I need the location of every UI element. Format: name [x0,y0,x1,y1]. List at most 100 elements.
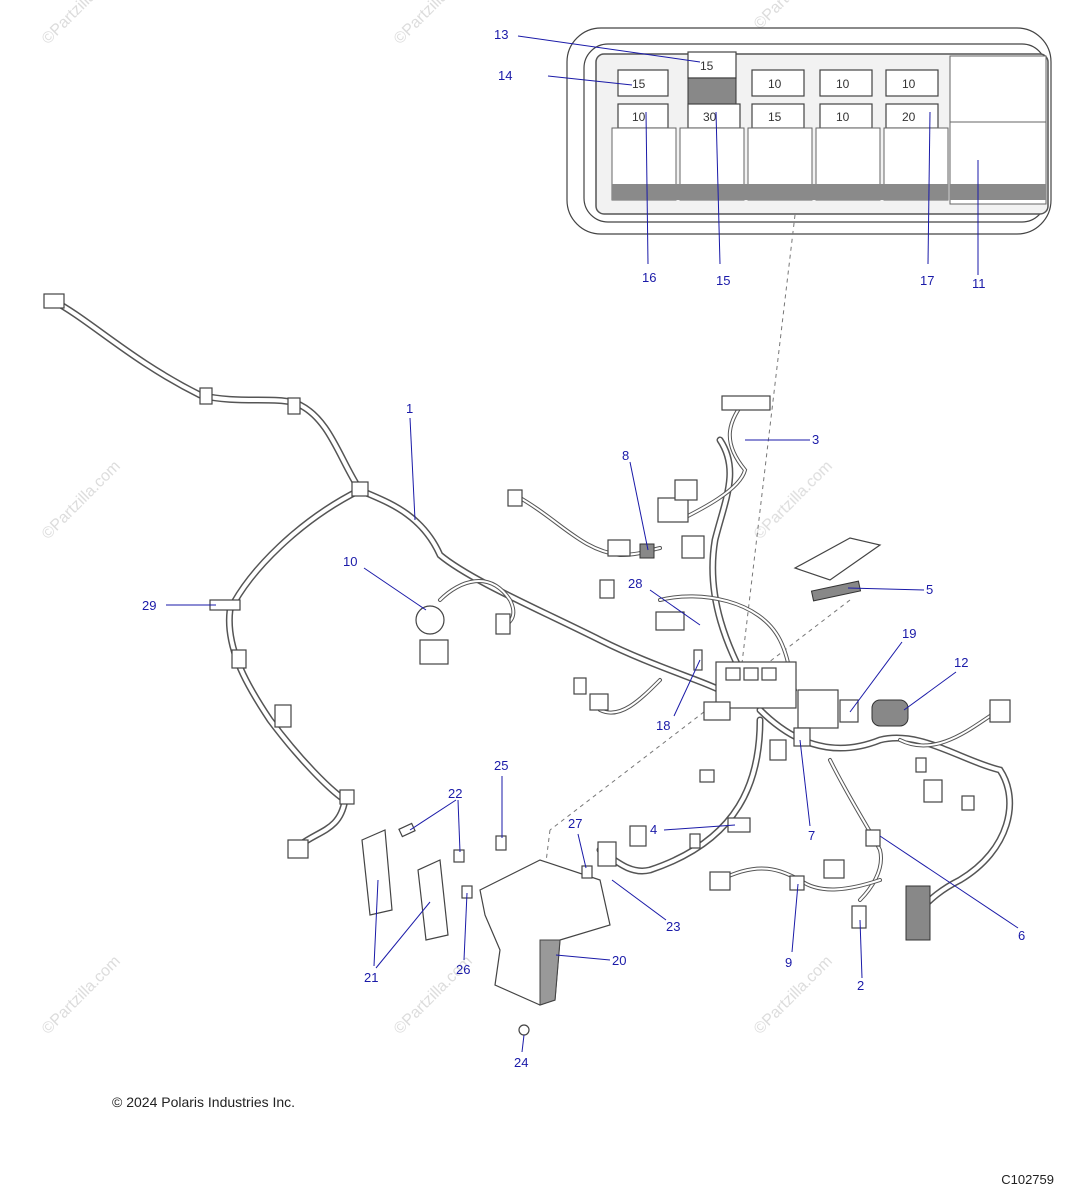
connector [589,693,609,711]
callout-24: 24 [514,1055,528,1070]
relay-slot [743,667,759,681]
fuse-bottom-row: 10 30 15 10 20 [617,103,939,129]
harness-connectors [43,293,1011,941]
callout-22: 22 [448,786,462,801]
fuse-rating: 10 [632,110,646,124]
fuse-rating: 10 [836,110,850,124]
callout-12: 12 [954,655,968,670]
fuse-rating: 20 [902,110,916,124]
callout-27: 27 [568,816,582,831]
callout-29: 29 [142,598,156,613]
callout-6: 6 [1018,928,1025,943]
screw-22 [453,849,465,863]
callout-1: 1 [406,401,413,416]
callout-leaders [166,35,1019,1053]
fuse-box-spare-cavity [949,55,1047,123]
connector [923,779,943,803]
clip [231,649,247,669]
callout-28: 28 [628,576,642,591]
screw-22 [398,822,416,838]
fuse-top-row: 15 15 10 10 10 [617,51,939,105]
fuse-holder [687,77,737,105]
connector-28 [655,611,685,631]
connector [495,613,511,635]
clamp-21 [417,859,449,941]
callout-11: 11 [972,276,986,291]
callout-16: 16 [642,270,656,285]
watermark-text: ©Partzilla.com [751,953,836,1038]
clip-7 [793,727,811,747]
clip [339,789,355,805]
fuse [885,103,939,129]
screw-27 [581,865,593,879]
clip-9 [789,875,805,891]
fuse-rating: 15 [768,110,782,124]
fuse [751,69,805,97]
callout-26: 26 [456,962,470,977]
fuse [687,51,737,79]
connector [507,489,523,507]
nut-24 [518,1024,530,1036]
connector [689,833,701,849]
callout-8: 8 [622,448,629,463]
relay-base-strip [612,184,948,200]
relay-12 [871,699,909,727]
watermark-text: ©Partzilla.com [391,0,476,48]
callout-20: 20 [612,953,626,968]
connector-cluster [797,689,839,729]
callout-2: 2 [857,978,864,993]
callout-13: 13 [494,27,508,42]
connector [674,479,698,501]
connector [721,395,771,411]
clamp-21 [361,829,393,916]
clip [915,757,927,773]
callout-9: 9 [785,955,792,970]
copyright-notice: © 2024 Polaris Industries Inc. [112,1094,296,1110]
callout-15: 15 [716,273,730,288]
connector [629,825,647,847]
clip [961,795,975,811]
connector [274,704,292,728]
connector [43,293,65,309]
fuse-rating: 15 [632,77,646,91]
watermark-text: ©Partzilla.com [39,0,124,48]
fuse-rating: 10 [768,77,782,91]
connector [989,699,1011,723]
label-5 [810,580,862,602]
connector [709,871,731,891]
callout-10: 10 [343,554,357,569]
callout-21: 21 [364,970,378,985]
fuse [885,69,939,97]
callout-5: 5 [926,582,933,597]
connector-2 [851,905,867,929]
connector [599,579,615,599]
fuse-rating: 10 [902,77,916,91]
connector-6 [905,885,931,941]
watermark-text: ©Partzilla.com [751,458,836,543]
relay-slot [725,667,741,681]
relay-slot [761,667,777,681]
fuse [819,69,873,97]
main-harness [48,296,1014,909]
drawing-number: C102759 [1001,1172,1054,1187]
connector [699,769,715,783]
fuse-rating: 30 [703,110,717,124]
connector [287,839,309,859]
callout-25: 25 [494,758,508,773]
callout-19: 19 [902,626,916,641]
mount-bracket [703,701,731,721]
connector [607,539,631,557]
callout-4: 4 [650,822,657,837]
bracket-20-face [539,939,561,1006]
connector [597,841,617,867]
callout-labels: 13 14 16 15 17 11 1 3 8 10 5 28 29 19 12… [142,27,1025,1070]
watermark-text: ©Partzilla.com [39,458,124,543]
connector-10-body [419,639,449,665]
connector-19 [839,699,859,723]
callout-17: 17 [920,273,934,288]
fuse-rating: 15 [700,59,714,73]
watermark-text: ©Partzilla.com [39,953,124,1038]
clip [199,387,213,405]
module-5 [793,537,882,581]
